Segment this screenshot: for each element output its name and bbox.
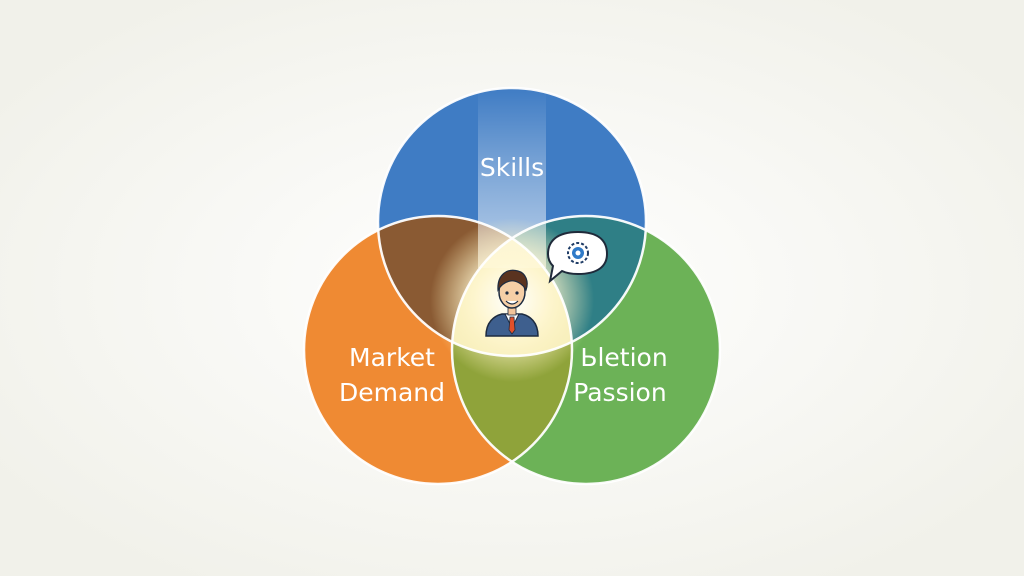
gear-icon — [567, 242, 589, 264]
businessman-icon — [485, 269, 539, 337]
market-label-line-1: Market — [349, 343, 435, 372]
skills-label: Skills — [480, 153, 544, 182]
speech-bubble — [546, 230, 609, 284]
passion-label-line-1: Ьletion — [580, 343, 667, 372]
circle-outlines — [302, 86, 722, 486]
passion-label-line-2: Passion — [573, 378, 666, 407]
market-label-line-2: Demand — [339, 378, 445, 407]
